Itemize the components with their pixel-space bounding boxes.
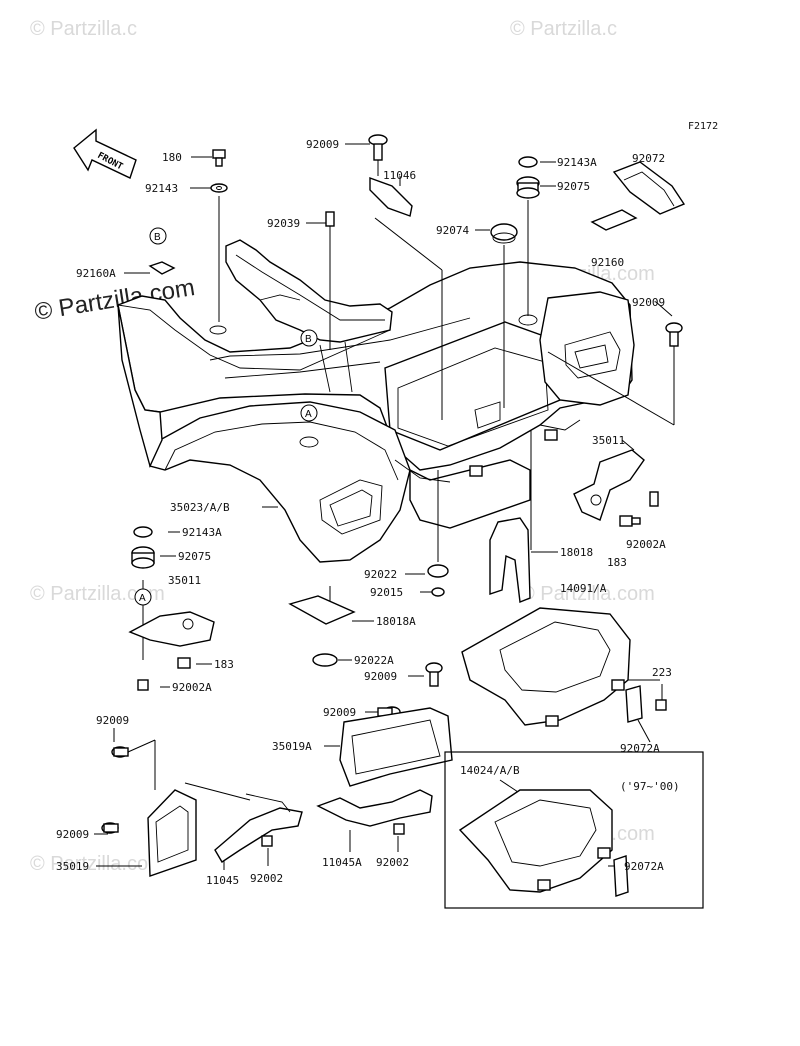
part-label: 92009 bbox=[364, 670, 397, 683]
svg-text:B: B bbox=[305, 334, 312, 345]
callout-b-body: B bbox=[300, 329, 318, 347]
part-label: 92072A bbox=[624, 860, 664, 873]
part-labels: 180 92143 92160A 92009 11046 92039 92143… bbox=[56, 138, 672, 887]
callout-a-body: A bbox=[300, 404, 318, 422]
part-label: 223 bbox=[652, 666, 672, 679]
part-label: 92002 bbox=[376, 856, 409, 869]
part-label: 183 bbox=[214, 658, 234, 671]
part-label: 183 bbox=[607, 556, 627, 569]
part-label: 92072 bbox=[632, 152, 665, 165]
front-arrow-icon: FRONT bbox=[73, 128, 137, 179]
part-label: 18018A bbox=[376, 615, 416, 628]
part-label: 92009 bbox=[306, 138, 339, 151]
part-label: 35019A bbox=[272, 740, 312, 753]
part-label: 35011 bbox=[592, 434, 625, 447]
part-label: 92160 bbox=[591, 256, 624, 269]
watermark: © Partzilla.com bbox=[30, 583, 165, 605]
part-label: 92072A bbox=[620, 742, 660, 755]
leader-lines bbox=[94, 143, 675, 870]
watermark: © Partzilla.c bbox=[510, 18, 617, 40]
watermark: © Partzilla.com bbox=[520, 583, 655, 605]
part-label: 92075 bbox=[178, 550, 211, 563]
part-label: 92015 bbox=[370, 586, 403, 599]
part-label: 92075 bbox=[557, 180, 590, 193]
svg-text:A: A bbox=[305, 409, 312, 420]
part-label: 180 bbox=[162, 151, 182, 164]
part-label: 14091/A bbox=[560, 582, 607, 595]
part-label: 92002 bbox=[250, 872, 283, 885]
part-label: 35011 bbox=[168, 574, 201, 587]
part-label: 11046 bbox=[383, 169, 416, 182]
inset-97-00: ('97~'00) bbox=[444, 751, 704, 909]
year-note: ('97~'00) bbox=[620, 780, 680, 793]
part-label: 92160A bbox=[76, 267, 116, 280]
part-label: 92009 bbox=[632, 296, 665, 309]
part-label: 14024/A/B bbox=[460, 764, 520, 777]
hardware bbox=[101, 134, 686, 877]
part-label: 35019 bbox=[56, 860, 89, 873]
part-label: 35023/A/B bbox=[170, 501, 230, 514]
part-label: 92002A bbox=[172, 681, 212, 694]
watermark: © Partzilla.com bbox=[30, 853, 165, 875]
part-label: 92002A bbox=[626, 538, 666, 551]
part-label: 92143 bbox=[145, 182, 178, 195]
diagram-code: F2172 bbox=[688, 121, 718, 132]
part-label: 92009 bbox=[323, 706, 356, 719]
part-label: 92009 bbox=[96, 714, 129, 727]
watermark: © Partzilla.c bbox=[30, 18, 137, 40]
part-label: 92143A bbox=[557, 156, 597, 169]
callout-b-top: B bbox=[149, 227, 167, 245]
svg-text:B: B bbox=[154, 232, 161, 243]
part-label: 92022 bbox=[364, 568, 397, 581]
part-label: 92022A bbox=[354, 654, 394, 667]
svg-text:A: A bbox=[139, 593, 146, 604]
callout-a-left: A bbox=[134, 588, 152, 606]
part-label: 11045 bbox=[206, 874, 239, 887]
part-label: 11045A bbox=[322, 856, 362, 869]
part-label: 92009 bbox=[56, 828, 89, 841]
part-label: 92074 bbox=[436, 224, 469, 237]
part-label: 18018 bbox=[560, 546, 593, 559]
part-label: 92143A bbox=[182, 526, 222, 539]
part-label: 92039 bbox=[267, 217, 300, 230]
